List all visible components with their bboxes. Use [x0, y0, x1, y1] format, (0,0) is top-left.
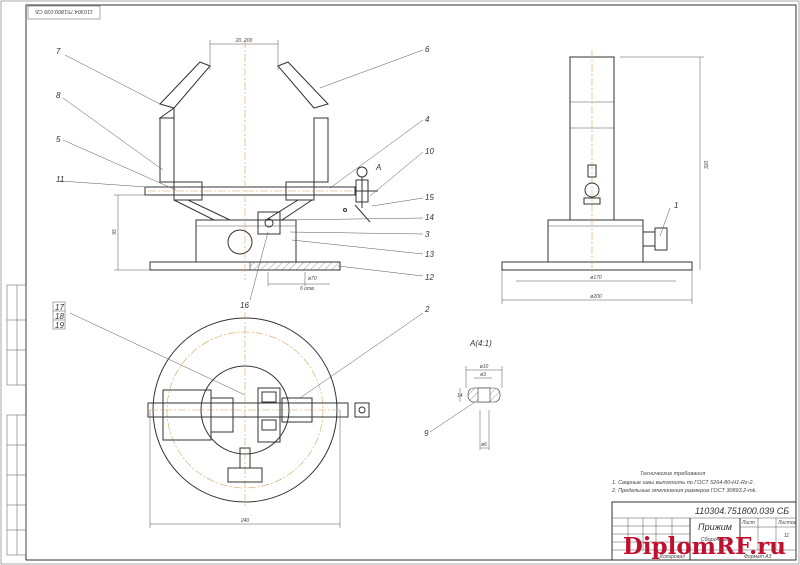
- dim-top-width: 20..200: [235, 38, 253, 44]
- dim-side-height: 320: [704, 161, 710, 170]
- label-17: 17: [55, 303, 64, 312]
- label-11: 11: [56, 175, 64, 184]
- part-name-sub: Сборочный: [701, 536, 730, 543]
- label-10: 10: [425, 147, 434, 156]
- title-code: 110304.751800.039 СБ: [695, 506, 789, 516]
- code-stamp: 110304.751800.039 СБ: [35, 8, 93, 14]
- notes-heading: Технические требования: [640, 471, 705, 477]
- label-6: 6: [425, 45, 430, 54]
- side-view: [501, 50, 704, 304]
- label-9: 9: [424, 429, 429, 438]
- front-leaders: [59, 49, 424, 301]
- dim-base-small: ø70: [308, 276, 317, 282]
- label-8: 8: [56, 91, 61, 100]
- dim-sec-left: 14: [457, 393, 463, 399]
- scale-value: 11: [784, 533, 789, 539]
- sheets-label: Листов: [777, 520, 797, 526]
- label-15: 15: [425, 193, 434, 202]
- format-label: Формат А3: [744, 554, 772, 560]
- sheet-label: Лист: [741, 520, 755, 526]
- view-marker-a: А: [375, 163, 381, 172]
- dim-sec-bottom: ø6: [481, 442, 487, 448]
- label-stack: [52, 301, 66, 330]
- label-14: 14: [425, 213, 434, 222]
- part-name: Прижим: [698, 522, 732, 532]
- dim-height-left: 95: [112, 229, 118, 235]
- dim-side-w1: ø170: [590, 275, 602, 281]
- label-2: 2: [424, 305, 430, 314]
- copied-label: Копировал: [660, 554, 685, 560]
- left-margin-strip: [6, 284, 27, 556]
- notes-line-2: 2. Предельные отклонения размеров ГОСТ 3…: [611, 488, 757, 494]
- sheet-frame: [25, 4, 797, 561]
- stamp-box: [27, 5, 101, 20]
- watermark-text: DiplomRF.ru: [623, 533, 786, 560]
- label-5: 5: [56, 135, 61, 144]
- label-13: 13: [425, 250, 434, 259]
- plan-view: [69, 312, 424, 528]
- notes-line-1: 1. Сварные швы выполнить по ГОСТ 5264-80…: [612, 480, 754, 486]
- label-3: 3: [425, 230, 430, 239]
- label-12: 12: [425, 273, 434, 282]
- label-16: 16: [240, 301, 249, 310]
- section-a-title: А(4:1): [469, 339, 492, 348]
- dim-sec-top: ø10: [480, 364, 489, 370]
- dim-base-small-2: 6 отв.: [300, 286, 315, 292]
- dim-plan-width: 240: [240, 518, 250, 524]
- title-block: [611, 501, 797, 561]
- label-7: 7: [56, 47, 61, 56]
- section-a-detail: [429, 366, 503, 450]
- label-1: 1: [674, 201, 678, 210]
- label-4: 4: [425, 115, 430, 124]
- label-18: 18: [55, 312, 64, 321]
- dim-side-w2: ø200: [590, 294, 602, 300]
- dim-sec-mid: ø3: [480, 372, 486, 378]
- label-19: 19: [55, 321, 64, 330]
